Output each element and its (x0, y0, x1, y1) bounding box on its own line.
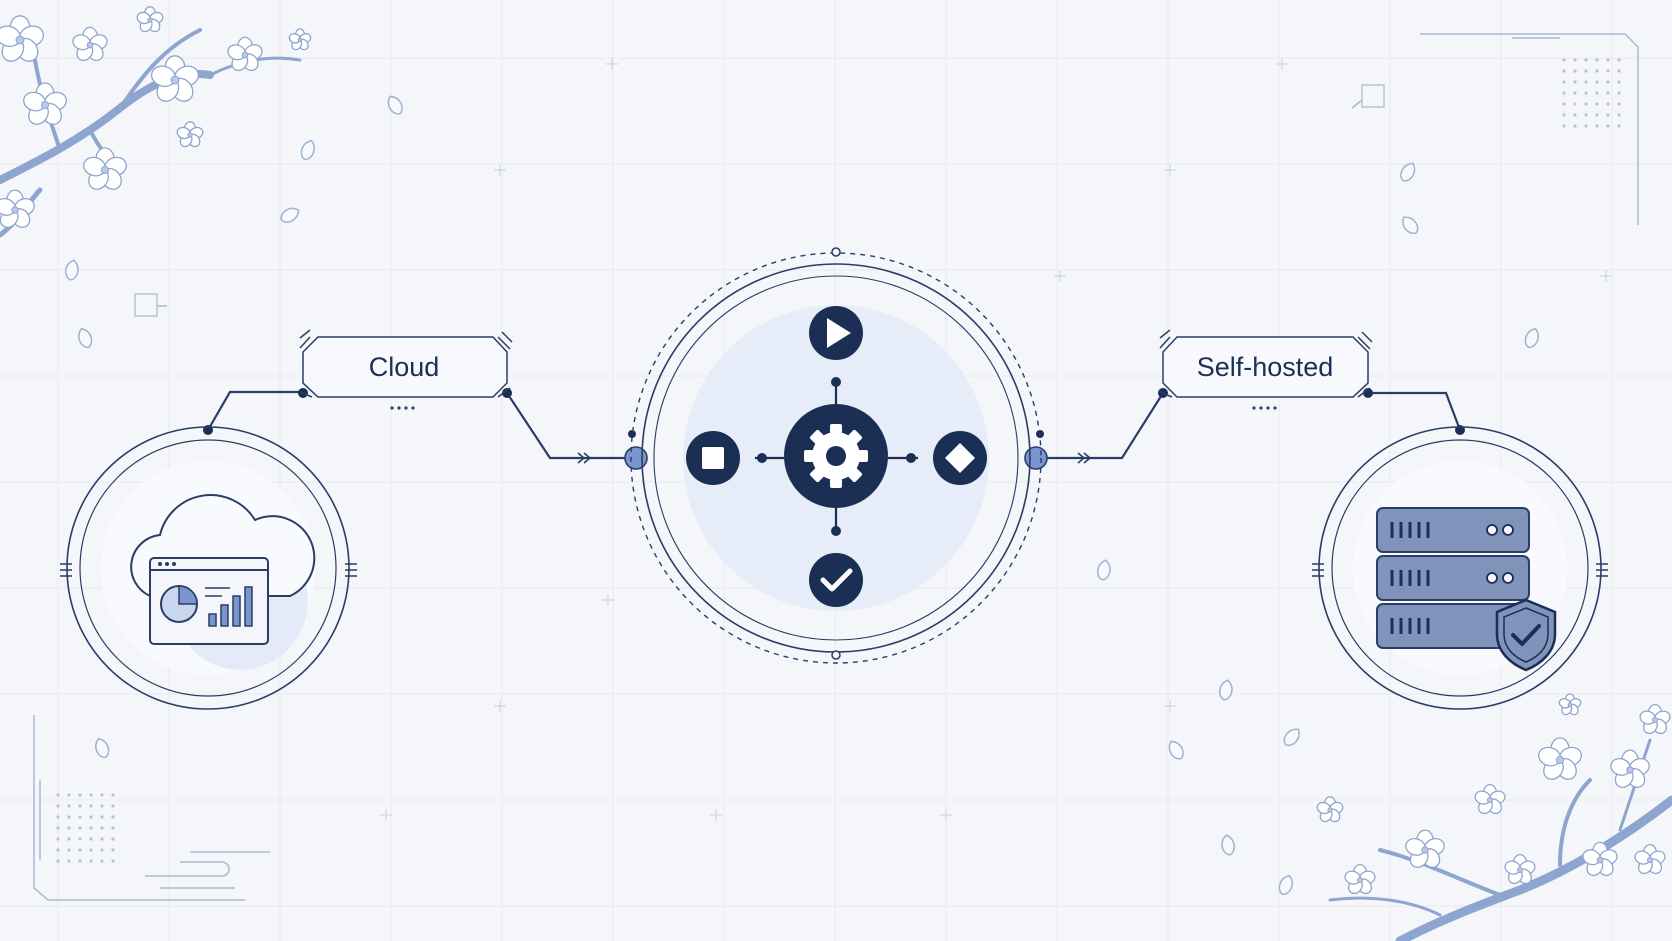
cloud-label: Cloud (369, 352, 440, 382)
cloud-node (60, 426, 357, 710)
check-icon (809, 553, 863, 607)
self-hosted-label-box: Self-hosted (1159, 329, 1373, 410)
blossom-flower (1405, 829, 1445, 868)
blossom-flower (1610, 749, 1650, 788)
server-shield-icon (1376, 507, 1557, 672)
petal (280, 207, 300, 223)
petal (95, 737, 110, 759)
dot-pattern-bottom-left (56, 793, 115, 863)
dot-pattern-top-right (1562, 58, 1621, 128)
self-hosted-label: Self-hosted (1197, 352, 1334, 382)
blossom-flower (176, 121, 204, 148)
petal (1097, 559, 1111, 581)
petal (387, 95, 403, 115)
cloud-dashboard-icon (130, 494, 316, 645)
stop-icon (686, 431, 740, 485)
petal (1168, 740, 1184, 760)
petal (65, 259, 79, 281)
blossom-flower (1344, 863, 1376, 895)
gear-icon (784, 404, 888, 508)
petal (1278, 874, 1293, 896)
falling-petals (65, 95, 1539, 896)
left-port (624, 446, 648, 470)
petal (1524, 327, 1539, 349)
petal (1400, 162, 1416, 182)
blossom-flower (136, 6, 164, 33)
blossom-flower (150, 55, 200, 102)
blossom-flower (72, 26, 108, 62)
blossom-flower (1558, 693, 1582, 716)
petal (1221, 834, 1235, 856)
connector-lines (207, 390, 1462, 460)
cloud-label-box: Cloud (299, 329, 513, 410)
petal (1402, 216, 1419, 235)
blossom-flower (227, 36, 263, 72)
blossom-flower (23, 82, 67, 125)
blossom-flower (1316, 796, 1344, 823)
center-hub (630, 247, 1042, 664)
blossom-flowers-bottom-right (1316, 693, 1671, 895)
blossom-flower (83, 147, 127, 190)
diamond-icon (933, 431, 987, 485)
server-node (1312, 426, 1608, 710)
top-right-frame (1351, 33, 1639, 225)
blossom-flower (1504, 853, 1536, 885)
petal (1283, 728, 1300, 747)
blossom-flowers-top-left (0, 6, 312, 228)
grid-crosses (380, 58, 1612, 821)
blossom-flower (1538, 737, 1582, 780)
blossom-flower (1474, 783, 1506, 815)
petal (1219, 679, 1233, 701)
play-icon (809, 306, 863, 360)
connector-chevrons (577, 452, 1092, 464)
blossom-flower (1582, 841, 1618, 877)
right-port (1024, 446, 1048, 470)
blossom-flower (288, 28, 312, 51)
blossom-flower (1634, 843, 1666, 875)
blossom-flower (0, 15, 45, 62)
blossom-flower (1639, 703, 1671, 735)
bottom-left-frame (33, 293, 270, 901)
petal (78, 327, 93, 349)
blossom-flower (0, 189, 35, 228)
petal (300, 139, 315, 161)
